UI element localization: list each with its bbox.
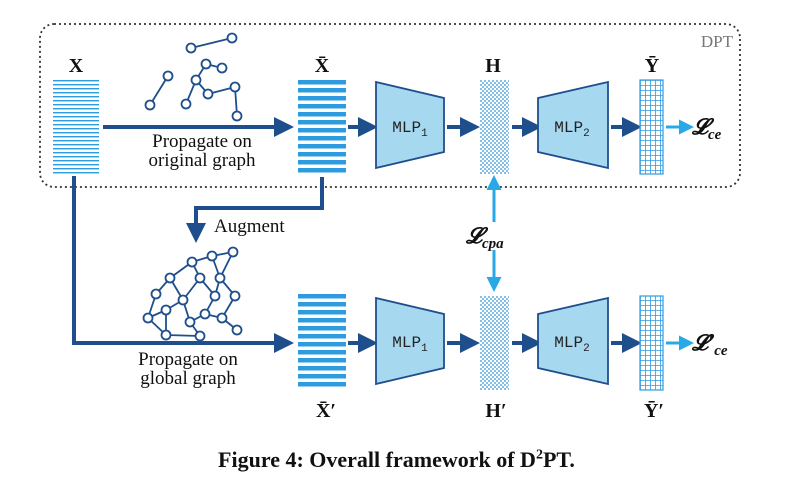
mlp1-top-block	[375, 80, 445, 170]
matrix-row	[53, 84, 99, 86]
matrix-row	[53, 152, 99, 154]
mlp2-top-block	[537, 80, 609, 170]
matrix-row	[298, 144, 346, 149]
feature-x-bar-label: X̄	[315, 55, 330, 77]
mlp1-top-label: MLP1	[392, 119, 428, 140]
matrix-row	[53, 128, 99, 130]
matrix-row	[298, 326, 346, 331]
matrix-row	[298, 88, 346, 93]
loss-ce: 𝓛ce	[691, 114, 722, 143]
matrix-row	[53, 148, 99, 150]
matrix-row	[298, 342, 346, 347]
mlp2-top-label: MLP2	[554, 119, 589, 140]
feature-x-matrix	[53, 80, 99, 174]
feature-y-bar-prime-matrix	[639, 295, 664, 391]
matrix-row	[53, 124, 99, 126]
matrix-row	[53, 92, 99, 94]
matrix-row	[298, 382, 346, 387]
mlp1-bottom-label: MLP1	[392, 334, 428, 355]
propagate-original-label-2: original graph	[148, 150, 256, 171]
figure-caption: Figure 4: Overall framework of D2PT.	[218, 447, 575, 472]
matrix-row	[298, 334, 346, 339]
matrix-row	[53, 144, 99, 146]
matrix-row	[53, 120, 99, 122]
matrix-row	[298, 160, 346, 165]
matrix-row	[53, 112, 99, 114]
matrix-row	[53, 100, 99, 102]
matrix-row	[53, 172, 99, 174]
matrix-row	[53, 168, 99, 170]
matrix-row	[53, 96, 99, 98]
matrix-row	[298, 96, 346, 101]
feature-h-prime-matrix	[480, 296, 509, 390]
global-graph-icon	[142, 246, 243, 342]
augment-label: Augment	[214, 216, 285, 237]
dpt-label: DPT	[701, 32, 734, 51]
mlp2-bottom-block	[537, 296, 609, 386]
original-graph-icon	[144, 32, 243, 122]
matrix-row	[298, 136, 346, 141]
matrix-row	[53, 136, 99, 138]
augment-arrow	[186, 177, 324, 243]
matrix-row	[298, 302, 346, 307]
matrix-row	[298, 366, 346, 371]
dpt-box	[39, 23, 741, 188]
propagate-global-arrow	[72, 176, 294, 353]
mlp2-bottom-label: MLP2	[554, 334, 589, 355]
matrix-row	[298, 112, 346, 117]
feature-h-matrix	[480, 80, 509, 174]
matrix-row	[298, 120, 346, 125]
matrix-row	[298, 152, 346, 157]
feature-x-bar-prime-label: X̄′	[316, 400, 336, 422]
feature-x-bar-matrix	[298, 80, 346, 173]
feature-x-bar-prime-matrix	[298, 294, 346, 387]
matrix-row	[53, 104, 99, 106]
matrix-row	[53, 80, 99, 82]
matrix-row	[298, 168, 346, 173]
feature-y-bar-matrix	[639, 79, 664, 175]
matrix-row	[298, 128, 346, 133]
matrix-row	[53, 160, 99, 162]
feature-y-bar-prime-label: Ȳ′	[644, 400, 664, 422]
feature-h-prime-label: H′	[485, 400, 506, 422]
matrix-row	[53, 140, 99, 142]
propagate-global-label-1: Propagate on	[138, 349, 238, 370]
feature-x-label: X	[69, 55, 84, 77]
propagate-global-label-2: global graph	[140, 368, 236, 389]
matrix-row	[298, 294, 346, 299]
loss-ce-prime: 𝓛′ce	[691, 330, 728, 359]
matrix-row	[298, 374, 346, 379]
matrix-row	[53, 164, 99, 166]
matrix-row	[53, 108, 99, 110]
matrix-row	[53, 132, 99, 134]
matrix-row	[53, 156, 99, 158]
matrix-row	[298, 318, 346, 323]
propagate-original-label-1: Propagate on	[152, 131, 252, 152]
mlp1-bottom-block	[375, 296, 445, 386]
feature-y-bar-label: Ȳ	[645, 55, 660, 77]
matrix-row	[53, 116, 99, 118]
matrix-row	[298, 310, 346, 315]
matrix-row	[53, 88, 99, 90]
matrix-row	[298, 350, 346, 355]
matrix-row	[298, 80, 346, 85]
matrix-row	[298, 104, 346, 109]
feature-h-label: H	[485, 55, 501, 77]
matrix-row	[298, 358, 346, 363]
